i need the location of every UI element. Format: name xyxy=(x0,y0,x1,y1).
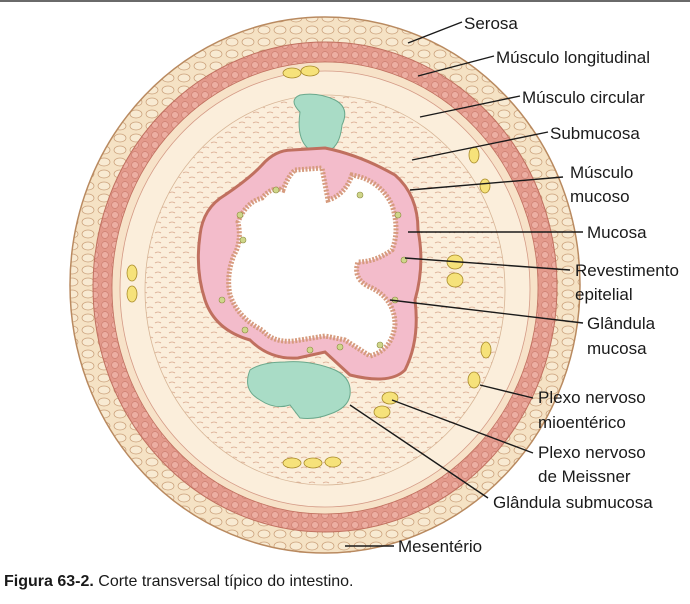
leader-lines xyxy=(345,21,584,547)
leader-glandula-mucosa xyxy=(389,299,584,324)
label-musculo-longitudinal: Músculo longitudinal xyxy=(496,48,650,67)
leader-revestimento xyxy=(404,257,571,271)
leader-musculo-circular xyxy=(419,95,521,118)
leader-glandula-submucosa xyxy=(349,404,489,499)
leader-musculo-longitudinal xyxy=(417,55,495,77)
label-revestimento-line1: Revestimento xyxy=(575,261,679,280)
meissner-plexus-nodules xyxy=(373,254,464,419)
label-plexo-meissner-line2: de Meissner xyxy=(538,467,631,486)
label-glandula-mucosa-line1: Glândula xyxy=(587,314,656,333)
label-revestimento-line2: epitelial xyxy=(575,285,633,304)
label-musculo-mucoso-line2: mucoso xyxy=(570,187,630,206)
top-border-line xyxy=(0,0,690,2)
myenteric-plexus-nodules xyxy=(126,65,492,469)
mucosal-gland-dots xyxy=(218,186,408,354)
leader-plexo-meissner xyxy=(391,399,534,454)
label-musculo-mucoso-line1: Músculo xyxy=(570,163,633,182)
leader-serosa xyxy=(407,21,463,44)
leader-plexo-mioenterico xyxy=(479,384,534,399)
label-plexo-mioenterico-line2: mioentérico xyxy=(538,413,626,432)
label-serosa: Serosa xyxy=(464,14,518,33)
figure-number: Figura 63-2. xyxy=(4,573,94,590)
label-glandula-submucosa: Glândula submucosa xyxy=(493,493,653,512)
lumen xyxy=(226,165,399,359)
figure-caption: Figura 63-2. Corte transversal típico do… xyxy=(4,573,354,591)
label-glandula-mucosa-line2: mucosa xyxy=(587,339,647,358)
leader-musculo-mucoso xyxy=(409,176,564,191)
submucosal-gland-bottom xyxy=(247,361,351,419)
label-mesenterio: Mesentério xyxy=(398,537,482,556)
label-plexo-mioenterico-line1: Plexo nervoso xyxy=(538,388,646,407)
label-plexo-meissner-line1: Plexo nervoso xyxy=(538,443,646,462)
figure-caption-text: Corte transversal típico do intestino. xyxy=(93,573,354,590)
intestine-cross-section-diagram: Serosa Músculo longitudinal Músculo circ… xyxy=(69,14,679,556)
label-submucosa: Submucosa xyxy=(550,124,640,143)
label-musculo-circular: Músculo circular xyxy=(522,88,645,107)
leader-submucosa xyxy=(411,131,549,161)
label-mucosa: Mucosa xyxy=(587,223,647,242)
